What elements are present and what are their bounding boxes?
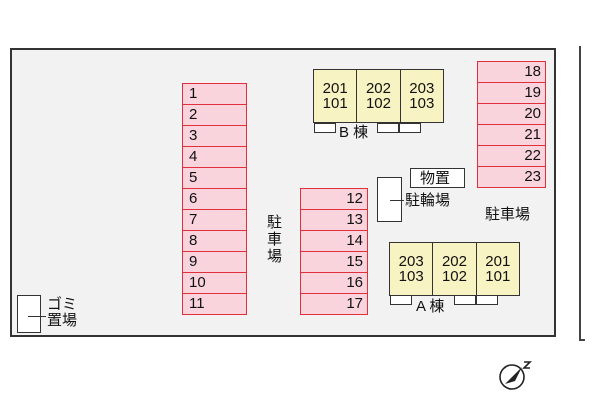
parking-stall-number: 12 [346, 190, 363, 207]
parking-stall-number: 18 [524, 63, 541, 80]
parking-stall-number: 21 [524, 126, 541, 143]
parking-stall-11: 11 [182, 293, 247, 315]
parking-stall-number: 23 [524, 168, 541, 185]
unit-number-upper: 201 [485, 253, 511, 270]
parking-stall-22: 22 [477, 145, 546, 167]
trash-area [17, 295, 41, 333]
parking-label-vertical: 駐車場 [265, 214, 282, 265]
unit-number-upper: 201 [322, 80, 348, 97]
parking-stall-18: 18 [477, 61, 546, 83]
road-boundary-tick [579, 339, 585, 341]
north-compass-icon [499, 361, 532, 390]
parking-stall-number: 2 [189, 106, 198, 123]
trash-area-label-line2: 置場 [47, 312, 78, 329]
parking-stall-number: 16 [346, 274, 363, 291]
parking-stall-number: 3 [189, 127, 198, 144]
parking-stall-13: 13 [300, 209, 368, 231]
building-b-entrance-1 [314, 123, 336, 133]
parking-stall-number: 14 [346, 232, 363, 249]
parking-stall-16: 16 [300, 272, 368, 294]
parking-stall-15: 15 [300, 251, 368, 273]
parking-stall-12: 12 [300, 188, 368, 210]
unit-number-lower: 101 [485, 268, 511, 285]
parking-stall-number: 19 [524, 84, 541, 101]
parking-stall-number: 7 [189, 211, 198, 228]
parking-stall-7: 7 [182, 209, 247, 231]
unit-number-lower: 103 [409, 95, 435, 112]
parking-stall-number: 4 [189, 148, 198, 165]
trash-area-label-line1: ゴミ [47, 296, 78, 313]
parking-stall-number: 17 [346, 295, 363, 312]
storage-shed: 物置 [410, 168, 465, 188]
unit-number-lower: 102 [441, 268, 467, 285]
parking-stall-10: 10 [182, 272, 247, 294]
parking-stall-5: 5 [182, 167, 247, 189]
building-a-entrance-3 [476, 295, 498, 305]
building-a-label: A 棟 [416, 298, 445, 315]
parking-column-middle: 12 13 14 15 16 17 [300, 188, 368, 315]
parking-stall-number: 11 [189, 295, 205, 312]
unit-number-upper: 202 [441, 253, 467, 270]
parking-stall-1: 1 [182, 83, 247, 105]
parking-stall-number: 22 [524, 147, 541, 164]
parking-stall-number: 20 [524, 105, 541, 122]
parking-stall-3: 3 [182, 125, 247, 147]
unit-number-upper: 203 [409, 80, 435, 97]
parking-stall-17: 17 [300, 293, 368, 315]
parking-stall-2: 2 [182, 104, 247, 126]
unit-number-lower: 103 [398, 268, 424, 285]
parking-stall-6: 6 [182, 188, 247, 210]
unit-number-upper: 203 [398, 253, 424, 270]
parking-stall-19: 19 [477, 82, 546, 104]
parking-stall-number: 6 [189, 190, 198, 207]
parking-stall-number: 15 [346, 253, 363, 270]
road-boundary-line [579, 46, 581, 340]
parking-stall-8: 8 [182, 230, 247, 252]
building-b-label: B 棟 [339, 124, 369, 141]
parking-stall-number: 5 [189, 169, 198, 186]
unit-number-lower: 101 [322, 95, 348, 112]
parking-column-left: 1 2 3 4 5 6 7 8 9 10 11 [182, 83, 247, 315]
trash-area-leader [28, 316, 46, 318]
building-a-entrance-2 [454, 295, 476, 305]
parking-stall-9: 9 [182, 251, 247, 273]
bicycle-parking [377, 177, 402, 222]
building-a-entrance-1 [390, 295, 412, 305]
parking-stall-number: 9 [189, 253, 198, 270]
parking-stall-21: 21 [477, 124, 546, 146]
bicycle-parking-leader [390, 200, 404, 202]
parking-stall-14: 14 [300, 230, 368, 252]
parking-stall-20: 20 [477, 103, 546, 125]
unit-number-upper: 202 [365, 80, 391, 97]
parking-column-top-right: 18 19 20 21 22 23 [477, 61, 546, 188]
parking-stall-number: 10 [189, 274, 206, 291]
building-b-entrance-3 [399, 123, 421, 133]
parking-stall-number: 13 [346, 211, 363, 228]
parking-stall-number: 1 [189, 85, 198, 102]
parking-label-right: 駐車場 [485, 206, 531, 223]
parking-stall-number: 8 [189, 232, 198, 249]
building-b-entrance-2 [377, 123, 399, 133]
parking-stall-23: 23 [477, 166, 546, 188]
bicycle-parking-label: 駐輪場 [405, 192, 451, 209]
unit-number-lower: 102 [365, 95, 391, 112]
parking-stall-4: 4 [182, 146, 247, 168]
